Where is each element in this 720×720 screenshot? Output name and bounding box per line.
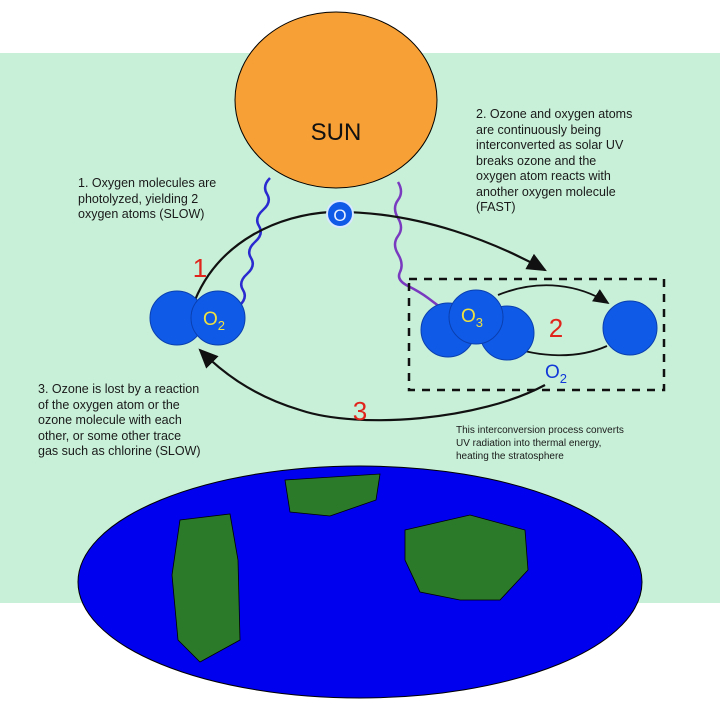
step-number-1: 1	[193, 253, 207, 283]
earth	[77, 465, 643, 699]
continent	[284, 473, 381, 517]
step-number-3: 3	[353, 396, 367, 426]
o2-molecule: O2	[149, 290, 246, 346]
arrow-o3-to-o	[497, 284, 610, 304]
continent	[404, 514, 529, 601]
o3-label: O	[461, 306, 476, 327]
step-number-2: 2	[549, 313, 563, 343]
arrow-step3	[198, 348, 546, 422]
step3-note: 3. Ozone is lost by a reaction of the ox…	[38, 382, 201, 458]
heating-note: This interconversion process converts UV…	[456, 425, 624, 462]
oxygen-atom-label: O	[333, 206, 346, 225]
o2-box-label: O2	[545, 362, 567, 386]
free-oxygen-atom	[602, 300, 658, 356]
svg-text:O3: O3	[461, 306, 483, 330]
continent	[171, 513, 241, 663]
svg-text:O2: O2	[203, 309, 225, 333]
o2-label: O	[203, 309, 218, 330]
o3-molecule: O3	[420, 289, 535, 361]
o3-subscript: 3	[476, 315, 483, 330]
sun	[234, 11, 438, 189]
uv-wave-1	[228, 177, 271, 316]
o2-subscript: 2	[218, 318, 225, 333]
sun-label: SUN	[311, 119, 362, 146]
uv-wave-2	[393, 181, 453, 317]
step1-note: 1. Oxygen molecules are photolyzed, yiel…	[78, 176, 217, 221]
step2-note: 2. Ozone and oxygen atoms are continuous…	[476, 107, 633, 214]
oxygen-atom	[326, 200, 354, 228]
fast-cycle-box	[407, 277, 666, 392]
